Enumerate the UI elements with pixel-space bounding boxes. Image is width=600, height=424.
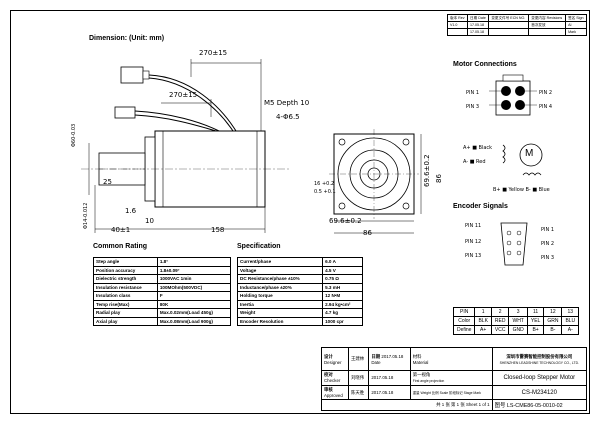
revision-header-row: 版本 Rev 日期 Date 变更文件号 ECN NO. 变更内容 Revisi… (446, 14, 587, 22)
drawing-number: LS-CME86-05-0010-02 (506, 403, 563, 410)
motor-front-view (329, 129, 422, 234)
revision-table: 版本 Rev 日期 Date 变更文件号 ECN NO. 变更内容 Revisi… (446, 14, 587, 36)
front-dim-69-6-v: 69.6±0.2 (423, 154, 431, 187)
cable-length-2: 270±15 (169, 91, 198, 99)
motor-connector-diagram (489, 74, 537, 116)
motor-connections-title: Motor Connections (453, 61, 517, 68)
dim-1-6: 1.6 (125, 207, 137, 215)
table-row: DC Resistance/phase ±10%0.75 Ω (236, 274, 363, 284)
enc-pin-13: PIN 13 (465, 253, 482, 259)
front-dim-69-6-h: 69.6±0.2 (329, 217, 362, 225)
enc-pin-11: PIN 11 (465, 223, 482, 229)
approver-name: 陈天胜 (347, 384, 370, 401)
table-row: Temp rise(Max)80K (93, 299, 232, 309)
shaft-diameter: Φ14-0.012 (83, 202, 89, 229)
motor-pin-4: PIN 4 (539, 104, 553, 110)
motor-symbol: M (525, 148, 534, 159)
hole-label: 4-Φ6.5 (276, 113, 300, 121)
winding-diagram (502, 143, 543, 176)
encoder-connector-diagram (500, 222, 528, 266)
revision-row-2: 17.05.18 Mark (446, 28, 587, 36)
dimension-title: Dimension: (Unit: mm) (89, 35, 165, 42)
revision-row: V1.0 17.05.18 首次发放 AI (446, 21, 587, 29)
enc-pin-3: PIN 3 (541, 255, 555, 261)
encoder-connector (120, 66, 144, 84)
motor-pin-1: PIN 1 (466, 90, 480, 96)
encoder-signals-title: Encoder Signals (453, 203, 508, 210)
common-rating-title: Common Rating (93, 243, 148, 250)
product-name: Closed-loop Stepper Motor (491, 370, 588, 386)
phase-b: B+ ■ Yellow B- ■ Blue (493, 187, 550, 193)
dim-25: 25 (103, 178, 112, 186)
specification-title: Specification (237, 243, 281, 250)
flat-dim-05: 0.5 +0.1 (314, 189, 336, 195)
company-name-en: SHENZHEN LEADSHINE TECHNOLOGY CO., LTD. (499, 360, 579, 365)
flange-diameter: Φ60-0.03 (71, 123, 77, 147)
phase-a-minus: A- ■ Red (463, 159, 486, 165)
drawing-sheet: Dimension: (Unit: mm) Motor Connections … (10, 10, 590, 414)
enc-pin-12: PIN 12 (465, 239, 482, 245)
phase-a-plus: A+ ■ Black (463, 145, 493, 151)
company-name-cn: 深圳市雷赛智能控制股份有限公司 (506, 353, 573, 359)
product-code: CS-M234120 (491, 384, 588, 401)
dim-10: 10 (145, 217, 154, 225)
sheet-number: 共 1 张 第 1 张 Sheet 1 of 1 (321, 399, 493, 411)
table-row: Inductance/phase ±20%5.3 mH (236, 282, 363, 292)
dim-158: 158 (211, 226, 225, 234)
power-connector (114, 106, 136, 119)
thread-depth-label: M5 Depth 10 (264, 99, 310, 107)
cable-length-1: 270±15 (199, 49, 228, 57)
motor-pin-3: PIN 3 (466, 104, 480, 110)
flat-dim-16: 16 +0.2 (314, 181, 335, 187)
dim-40: 40±1 (111, 226, 131, 234)
motor-pin-2: PIN 2 (539, 90, 553, 96)
front-dim-86-h: 86 (363, 229, 372, 237)
motor-side-view (81, 59, 291, 233)
enc-pin-1: PIN 1 (541, 227, 555, 233)
designer-name: 王建林 (347, 346, 370, 372)
checker-name: 刘晓伟 (347, 370, 370, 386)
enc-pin-2: PIN 2 (541, 241, 555, 247)
front-dim-86-v: 86 (435, 174, 443, 183)
